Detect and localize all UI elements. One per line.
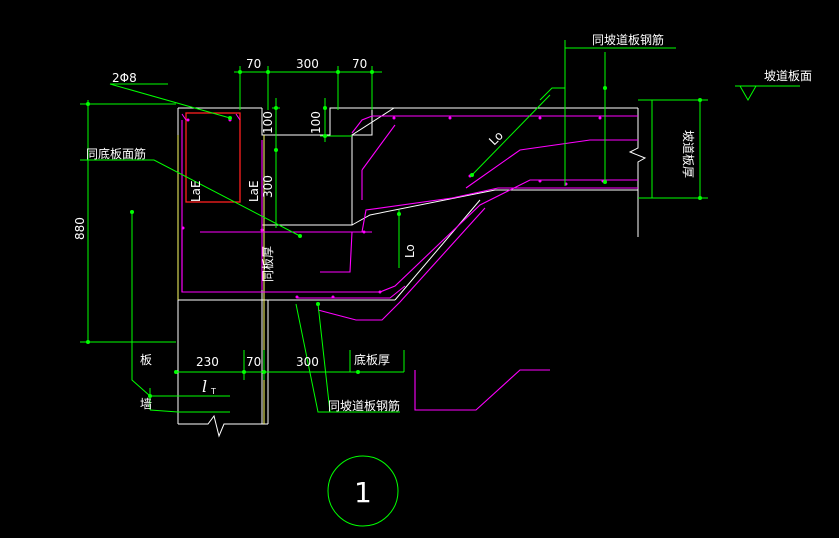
stirrup-hooks [181,113,241,121]
label-lo-lower: Lo [403,244,417,258]
label-2phi8: 2Φ8 [112,71,137,85]
label-ramp-surface: 坡道板面 [764,69,812,83]
label-lt-subscript: T [210,387,216,396]
label-ramp-thickness: 坡道板厚 [681,130,695,178]
dim-70-left: 70 [246,57,261,71]
dim-70-right: 70 [352,57,367,71]
dim-230: 230 [196,355,219,369]
rebar-dots [181,116,605,299]
dim-300-top: 300 [296,57,319,71]
label-same-slab-thickness: 同板厚 [261,246,275,282]
label-lo-upper: Lo [486,128,506,148]
dim-100-b: 100 [309,111,323,134]
dim-100-a: 100 [261,111,275,134]
label-lt: l [202,377,207,396]
dim-300-bottom: 300 [296,355,319,369]
dim-300-vertical: 300 [261,175,275,198]
label-same-bottom-face-rebar: 同底板面筋 [86,146,146,161]
dimension-ticks [86,70,702,398]
dimension-text: 70 300 70 100 100 300 880 230 70 300 [73,57,367,369]
label-same-ramp-rebar-top: 同坡道板钢筋 [592,32,664,47]
rebar-lines [181,115,638,411]
dim-70-bottom: 70 [246,355,261,369]
label-laE-right: LaE [247,180,261,202]
dim-880: 880 [73,217,87,240]
label-laE-left: LaE [189,180,203,202]
label-same-ramp-rebar-bottom: 同坡道板钢筋 [328,398,400,413]
annotation-text: 2Φ8 同底板面筋 LaE LaE 同板厚 Lo Lo 同坡道板钢筋 坡道板面 … [86,32,812,509]
label-slab: 板 [140,353,152,367]
laE-anchor-lines [177,135,265,424]
concrete-outline [177,107,647,438]
label-wall: 墙 [140,397,152,411]
section-number: 1 [354,476,372,509]
label-bottom-slab-thickness: 底板厚 [354,352,390,367]
dimension-lines [80,40,800,527]
